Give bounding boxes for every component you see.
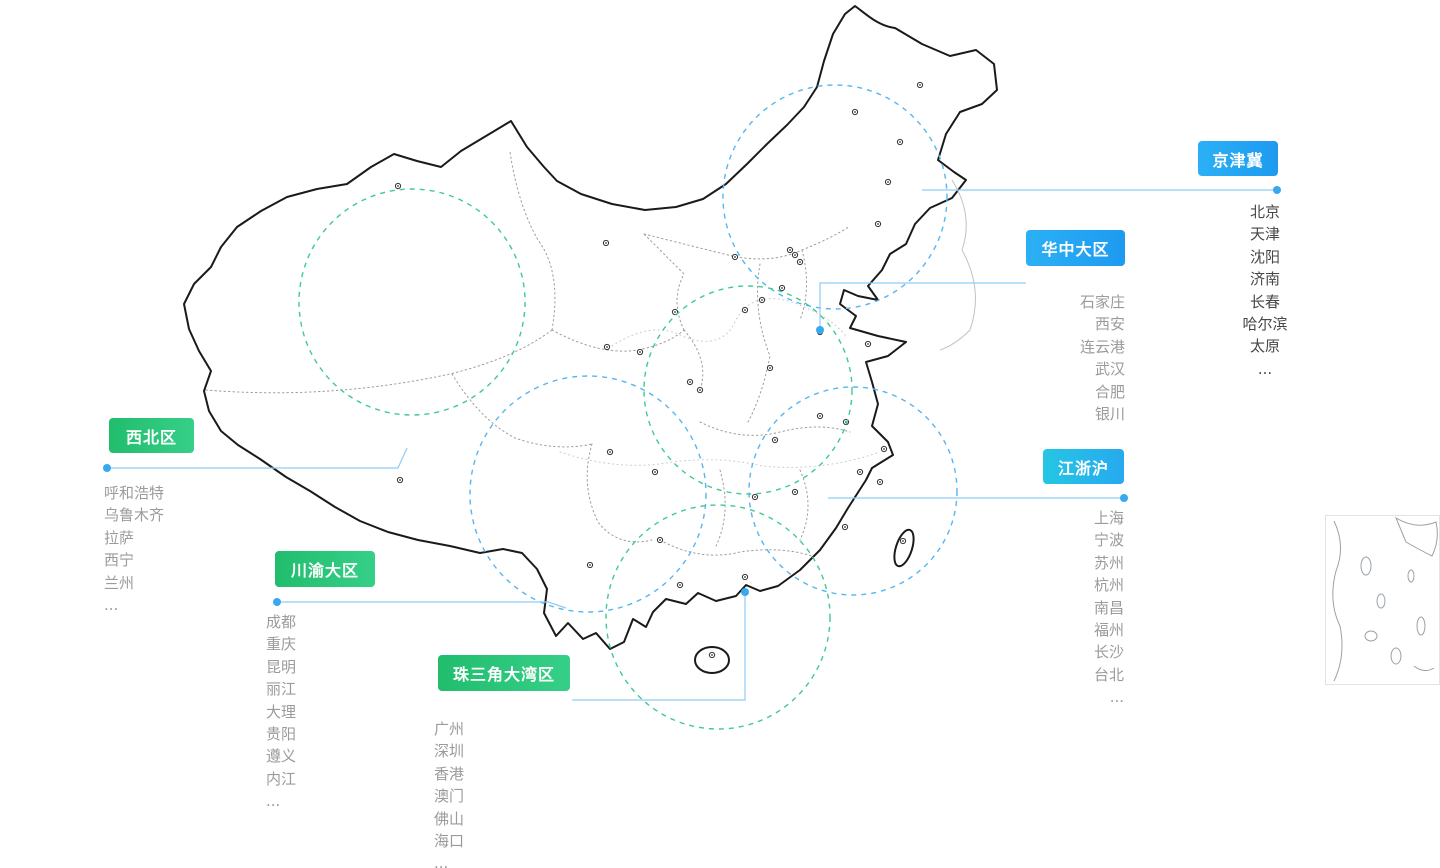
city-item: 乌鲁木齐: [104, 506, 165, 525]
city-item: 济南: [1249, 270, 1280, 289]
region-label-jingjinji: 京津冀: [1198, 141, 1278, 176]
city-item: 遵义: [266, 747, 297, 766]
city-item: 拉萨: [104, 528, 135, 547]
city-list-huazhong: 石家庄西安连云港武汉合肥银川: [1015, 291, 1125, 425]
connector-dot-chuanyu: [273, 598, 281, 606]
city-item: 西宁: [104, 551, 135, 570]
region-circle-huazhong: [643, 285, 853, 495]
city-item: ...: [266, 792, 281, 811]
city-item: 武汉: [1094, 360, 1125, 379]
city-item: 连云港: [1079, 337, 1125, 356]
connector-huazhong: [819, 282, 1026, 330]
connector-dot-huazhong: [816, 326, 824, 334]
city-item: ...: [104, 596, 119, 615]
city-item: 呼和浩特: [104, 484, 165, 502]
city-item: 长沙: [1093, 643, 1124, 662]
connector-chuanyu: [277, 601, 567, 609]
connector-dot-jingjinji: [1273, 186, 1281, 194]
city-item: 深圳: [434, 742, 465, 761]
city-item: 苏州: [1093, 553, 1124, 572]
city-item: 内江: [266, 769, 297, 788]
region-label-jiangzhehu: 江浙沪: [1043, 449, 1124, 484]
city-item: 杭州: [1093, 576, 1124, 595]
city-item: 香港: [434, 764, 465, 783]
province-borders: [205, 151, 851, 557]
region-label-zhusanjiao: 珠三角大湾区: [438, 655, 570, 691]
connector-dot-jiangzhehu: [1120, 494, 1128, 502]
city-item: 成都: [266, 613, 297, 631]
city-item: 石家庄: [1079, 293, 1125, 311]
connector-zhusanjiao: [572, 592, 746, 701]
city-item: 兰州: [104, 573, 135, 592]
city-item: 福州: [1093, 621, 1124, 640]
city-item: 哈尔滨: [1242, 315, 1288, 334]
city-item: 大理: [266, 702, 297, 721]
city-item: 广州: [434, 720, 465, 738]
region-circles: [298, 84, 958, 730]
city-item: 银川: [1094, 405, 1125, 424]
region-circle-zhusanjiao: [605, 504, 831, 730]
hainan-island: [694, 646, 730, 674]
region-circle-jingjinji: [722, 84, 948, 310]
city-item: 贵阳: [266, 725, 297, 744]
taiwan-island: [893, 528, 915, 568]
city-item: 佛山: [434, 809, 465, 828]
city-list-jingjinji: 北京天津沈阳济南长春哈尔滨太原...: [1198, 201, 1332, 380]
city-item: ...: [434, 854, 449, 868]
city-item: 海口: [434, 832, 465, 851]
city-item: 太原: [1249, 337, 1280, 356]
region-label-chuanyu: 川渝大区: [275, 551, 375, 587]
region-circle-jiangzhehu: [748, 386, 958, 596]
region-circle-chuanyu: [469, 375, 707, 613]
neighbour-coastline: [939, 179, 976, 351]
city-item: 北京: [1249, 203, 1280, 221]
city-list-jiangzhehu: 上海宁波苏州杭州南昌福州长沙台北...: [1014, 507, 1124, 709]
city-item: 重庆: [266, 635, 297, 654]
city-item: 长春: [1249, 292, 1280, 311]
city-item: ...: [1109, 688, 1124, 707]
city-list-zhusanjiao: 广州深圳香港澳门佛山海口...: [434, 718, 574, 868]
city-item: 台北: [1093, 665, 1124, 684]
region-label-huazhong: 华中大区: [1026, 230, 1125, 266]
city-list-chuanyu: 成都重庆昆明丽江大理贵阳遵义内江...: [266, 611, 386, 813]
city-item: 西安: [1094, 315, 1125, 334]
city-item: 宁波: [1093, 531, 1124, 550]
connector-dot-xibei: [103, 464, 111, 472]
city-item: 合肥: [1094, 382, 1125, 401]
connectors: [103, 186, 1281, 701]
city-item: 上海: [1093, 509, 1124, 527]
city-item: 天津: [1249, 225, 1280, 244]
region-circle-xibei: [298, 188, 526, 416]
city-item: 澳门: [434, 787, 465, 806]
inset-map: [1325, 515, 1440, 685]
region-label-xibei: 西北区: [109, 418, 194, 453]
connector-dot-zhusanjiao: [741, 588, 749, 596]
city-list-xibei: 呼和浩特乌鲁木齐拉萨西宁兰州...: [104, 482, 224, 616]
china-outline: [183, 5, 998, 674]
city-item: 沈阳: [1249, 247, 1280, 266]
city-item: ...: [1257, 359, 1273, 378]
connector-xibei: [107, 447, 408, 469]
city-item: 丽江: [266, 680, 297, 699]
city-item: 昆明: [266, 657, 297, 676]
city-item: 南昌: [1093, 598, 1124, 617]
